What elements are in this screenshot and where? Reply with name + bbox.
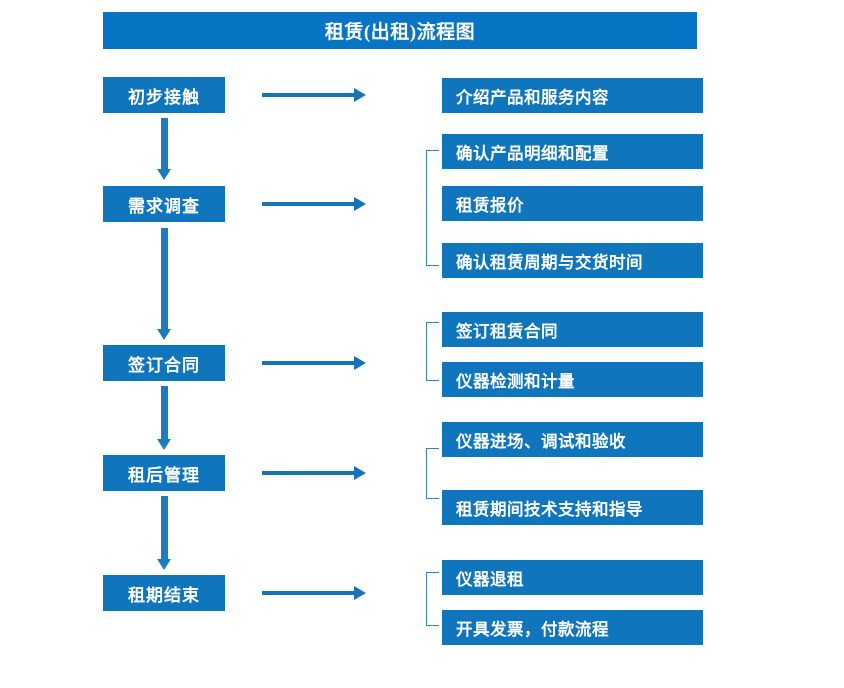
detail-box-10[interactable]: 开具发票，付款流程 xyxy=(442,610,703,645)
group-bracket-5 xyxy=(426,572,439,626)
detail-box-2[interactable]: 确认产品明细和配置 xyxy=(442,134,703,169)
detail-box-1[interactable]: 介绍产品和服务内容 xyxy=(442,78,703,113)
stage-box-3[interactable]: 签订合同 xyxy=(103,345,225,381)
detail-box-8[interactable]: 租赁期间技术支持和指导 xyxy=(442,490,703,525)
flow-arrow-1-to-2 xyxy=(157,118,171,180)
connector-arrow-1 xyxy=(262,88,366,102)
stage-box-4[interactable]: 租后管理 xyxy=(103,455,225,491)
detail-box-4[interactable]: 确认租赁周期与交货时间 xyxy=(442,243,703,278)
connector-arrow-2 xyxy=(262,197,366,211)
connector-arrow-3 xyxy=(262,356,366,370)
group-bracket-3 xyxy=(426,322,439,381)
detail-box-5[interactable]: 签订租赁合同 xyxy=(442,312,703,347)
detail-box-6[interactable]: 仪器检测和计量 xyxy=(442,362,703,397)
detail-box-9[interactable]: 仪器退租 xyxy=(442,560,703,595)
flow-arrow-2-to-3 xyxy=(157,228,171,340)
flow-arrow-4-to-5 xyxy=(157,496,171,570)
detail-box-7[interactable]: 仪器进场、调试和验收 xyxy=(442,422,703,457)
connector-arrow-5 xyxy=(262,586,366,600)
stage-box-5[interactable]: 租期结束 xyxy=(103,575,225,611)
group-bracket-4 xyxy=(426,448,439,499)
connector-arrow-4 xyxy=(262,466,366,480)
diagram-title: 租赁(出租)流程图 xyxy=(103,12,697,49)
detail-box-3[interactable]: 租赁报价 xyxy=(442,186,703,221)
stage-box-1[interactable]: 初步接触 xyxy=(103,77,225,113)
flow-arrow-3-to-4 xyxy=(157,386,171,450)
group-bracket-2 xyxy=(426,150,439,266)
stage-box-2[interactable]: 需求调查 xyxy=(103,186,225,222)
